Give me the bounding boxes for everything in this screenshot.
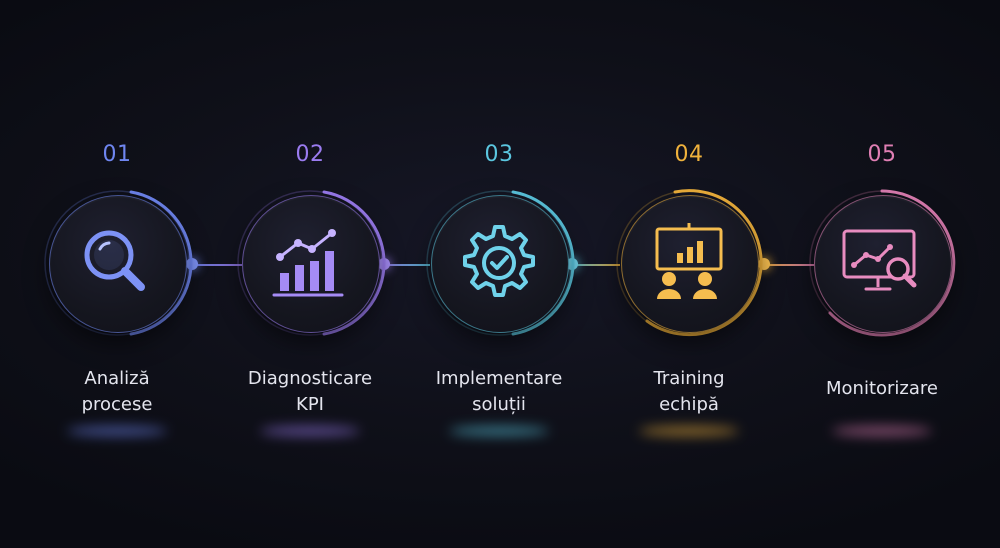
step-number: 04: [674, 142, 704, 167]
label-line-2: procese: [81, 394, 153, 415]
step-disc: [814, 195, 952, 333]
step-4: 04 Training echipă: [589, 0, 789, 548]
label-line-2: soluții: [472, 394, 526, 415]
label-line-1: Diagnosticare: [247, 368, 373, 389]
magnifier-icon: [84, 230, 145, 291]
connector-2-3: [378, 264, 430, 266]
step-label: Diagnosticare KPI: [210, 366, 410, 418]
label-line-1: Training: [653, 368, 725, 389]
label-line-1: Monitorizare: [826, 378, 938, 399]
progress-arc: [809, 189, 956, 337]
progress-arc: [426, 190, 575, 336]
step-2: 02 Diagnosticare KPI: [210, 0, 410, 548]
label-glow: [449, 426, 549, 436]
monitor-analytics-icon: [842, 229, 917, 291]
step-label: Analiză procese: [17, 366, 217, 418]
label-line-1: Implementare: [435, 368, 563, 389]
progress-arc: [616, 189, 763, 337]
step-label: Implementare soluții: [399, 366, 599, 418]
step-1: 01 Analiză procese: [17, 0, 217, 548]
label-line-2: KPI: [296, 394, 324, 415]
step-label: Monitorizare: [782, 376, 982, 402]
progress-arc: [237, 190, 386, 336]
connector-4-5: [760, 264, 814, 266]
label-glow: [260, 426, 360, 436]
step-number: 05: [867, 142, 897, 167]
team-presentation-icon: [655, 223, 723, 299]
connector-1-2: [186, 264, 242, 266]
step-number: 02: [295, 142, 325, 167]
step-number: 03: [484, 142, 514, 167]
connector-3-4: [568, 264, 620, 266]
step-5: 05 Monitorizare: [782, 0, 982, 548]
step-3: 03 Implementare soluții: [399, 0, 599, 548]
progress-arc: [44, 190, 193, 336]
label-line-1: Analiză: [84, 368, 150, 389]
step-label: Training echipă: [589, 366, 789, 418]
bar-chart-trend-icon: [272, 229, 344, 297]
label-glow: [639, 426, 739, 436]
gear-check-icon: [463, 225, 535, 297]
label-glow: [67, 426, 167, 436]
step-disc: [49, 195, 187, 333]
label-glow: [832, 426, 932, 436]
label-line-2: echipă: [659, 394, 719, 415]
step-disc: [621, 195, 759, 333]
step-number: 01: [102, 142, 132, 167]
